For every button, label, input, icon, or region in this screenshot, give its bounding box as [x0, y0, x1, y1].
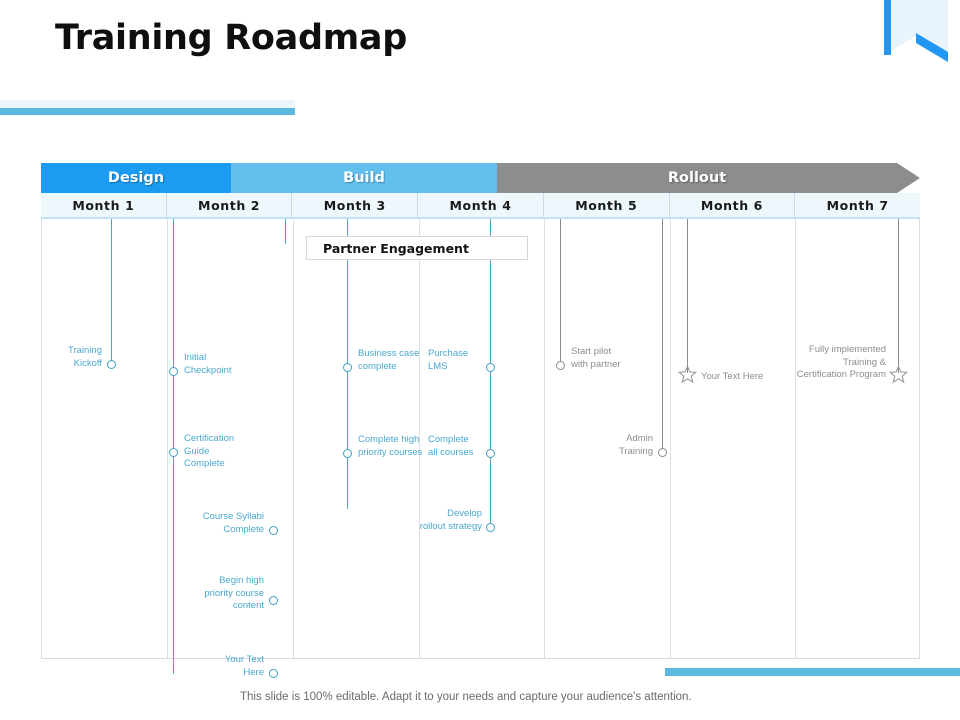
ribbon-decoration-icon — [876, 0, 948, 62]
phase-arrow-head-icon — [897, 163, 920, 193]
phase-segment-rollout[interactable]: Rollout — [497, 163, 897, 193]
column-separator — [419, 219, 420, 659]
column-separator — [795, 219, 796, 659]
title-underline-shadow — [0, 100, 295, 108]
milestone-node-start-pilot[interactable] — [556, 361, 565, 370]
milestone-label-complete-all-courses: Complete all courses — [428, 434, 474, 458]
month-cell-1: Month 1 — [41, 193, 167, 217]
milestone-node-course-syllabi[interactable] — [269, 526, 278, 535]
dropline-start-pilot — [560, 219, 561, 365]
month-cell-6: Month 6 — [670, 193, 796, 217]
milestone-node-complete-high-priority[interactable] — [343, 449, 352, 458]
roadmap-canvas: Partner Engagement Training Kickoff Init… — [41, 219, 920, 678]
dropline-final-milestone — [898, 219, 899, 373]
title-underline — [0, 108, 295, 115]
month-header-row: Month 1 Month 2 Month 3 Month 4 Month 5 … — [41, 193, 920, 219]
dropline-design-track — [173, 219, 174, 674]
milestone-node-training-kickoff[interactable] — [107, 360, 116, 369]
month-cell-4: Month 4 — [418, 193, 544, 217]
callout-partner-engagement[interactable]: Partner Engagement — [306, 236, 528, 260]
milestone-node-purchase-lms[interactable] — [486, 363, 495, 372]
milestone-label-start-pilot: Start pilot with partner — [571, 346, 621, 370]
month-cell-3: Month 3 — [292, 193, 419, 217]
column-separator — [167, 219, 168, 659]
dropline-admin-training — [662, 219, 663, 452]
milestone-label-admin-training: Admin Training — [619, 433, 653, 457]
milestone-label-course-syllabi: Course Syllabi Complete — [202, 511, 264, 535]
milestone-label-your-text-here-rollout: Your Text Here — [701, 371, 764, 382]
footer-note: This slide is 100% editable. Adapt it to… — [240, 691, 692, 703]
milestone-star-icon-fully-implemented[interactable] — [889, 365, 908, 384]
roadmap-chart: Design Build Rollout Month 1 Month 2 Mon… — [41, 163, 920, 678]
milestone-label-business-case: Business case complete — [358, 348, 420, 372]
phase-bar: Design Build Rollout — [41, 163, 920, 193]
column-separator — [544, 219, 545, 659]
month-cell-2: Month 2 — [167, 193, 293, 217]
callout-label: Partner Engagement — [323, 240, 469, 256]
milestone-label-training-kickoff: Training Kickoff — [68, 345, 102, 369]
dropline-your-text-star — [687, 219, 688, 373]
dropline-build-track-right — [490, 260, 491, 527]
milestone-label-complete-high-priority: Complete high priority courses — [358, 434, 423, 458]
milestone-label-fully-implemented: Fully implemented Training & Certificati… — [796, 344, 886, 380]
milestone-label-purchase-lms: Purchase LMS — [428, 348, 469, 372]
dropline-callout-left — [285, 219, 286, 244]
milestone-label-begin-high-priority: Begin high priority course content — [204, 575, 264, 611]
bottom-accent-bar — [665, 668, 960, 676]
column-separator — [293, 219, 294, 659]
milestone-label-develop-rollout-strategy: Develop rollout strategy — [419, 508, 482, 532]
dropline-callout-right — [490, 219, 491, 244]
milestone-label-certification-guide: Certification Guide Complete — [184, 433, 235, 469]
milestone-node-business-case[interactable] — [343, 363, 352, 372]
phase-segment-build[interactable]: Build — [231, 163, 497, 193]
month-cell-7: Month 7 — [826, 197, 889, 213]
milestone-node-certification-guide[interactable] — [169, 448, 178, 457]
milestone-node-complete-all-courses[interactable] — [486, 449, 495, 458]
milestone-node-admin-training[interactable] — [658, 448, 667, 457]
phase-segment-design[interactable]: Design — [41, 163, 231, 193]
milestone-label-your-text-here-design: Your Text Here — [224, 654, 264, 678]
month-cell-5: Month 5 — [544, 193, 670, 217]
page-title: Training Roadmap — [55, 18, 407, 58]
column-separator — [670, 219, 671, 659]
milestone-node-develop-rollout-strategy[interactable] — [486, 523, 495, 532]
milestone-node-initial-checkpoint[interactable] — [169, 367, 178, 376]
dropline-training-kickoff — [111, 219, 112, 364]
milestone-node-your-text-here-design[interactable] — [269, 669, 278, 678]
milestone-node-begin-high-priority[interactable] — [269, 596, 278, 605]
milestone-star-icon-your-text-here[interactable] — [678, 365, 697, 384]
milestone-label-initial-checkpoint: Initial Checkpoint — [184, 352, 232, 376]
